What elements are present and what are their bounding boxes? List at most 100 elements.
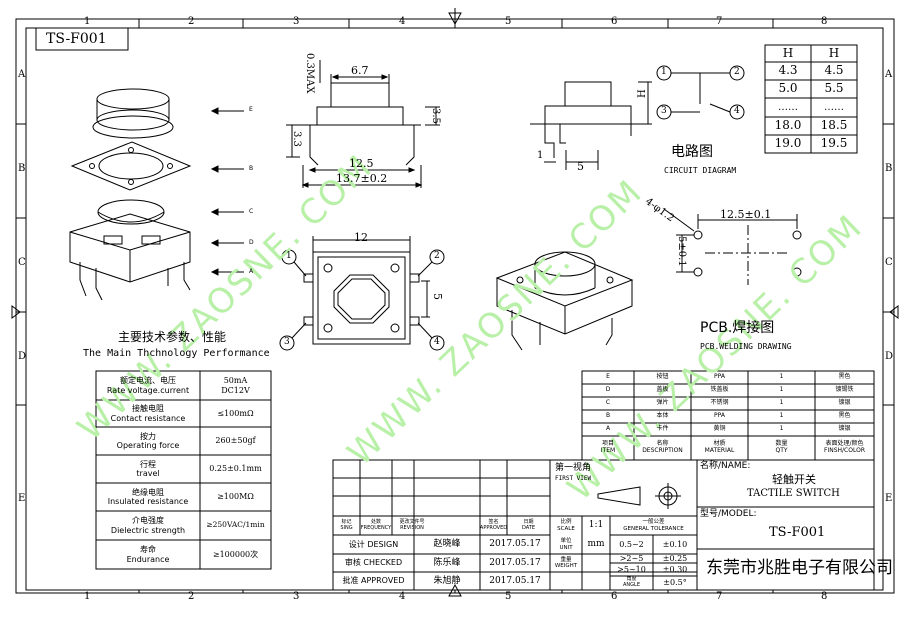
col-number: 4 xyxy=(399,16,406,27)
dim-top-width: 6.7 xyxy=(351,64,369,77)
center-mark-left xyxy=(11,305,21,319)
model-value: TS-F001 xyxy=(769,525,826,540)
h-table-header: H xyxy=(782,45,794,60)
rev-header: 日期 DATE xyxy=(521,518,535,531)
perf-label: 绝缘电阻 Insulated resistance xyxy=(107,487,189,506)
dim-1: 1 xyxy=(537,150,544,161)
dim-inner-width: 12.5 xyxy=(349,157,374,170)
performance-grid xyxy=(95,370,272,570)
name-cn: 轻触开关 xyxy=(772,473,816,486)
exploded-label: C xyxy=(249,208,254,215)
perf-label: 介电强度 Dielectric strength xyxy=(110,516,186,535)
row-letter: D xyxy=(885,351,894,362)
side-view xyxy=(286,60,440,188)
pcb-title-en: PCB.WELDING DRAWING xyxy=(700,342,792,351)
part-finish: 镀锡铁 xyxy=(835,386,854,394)
parts-header-item: 项目 ITEM xyxy=(600,440,616,454)
pin-number: 1 xyxy=(286,251,292,261)
part-qty: 1 xyxy=(779,412,784,420)
circuit-pin: 4 xyxy=(734,106,740,116)
signoff-name: 赵晓峰 xyxy=(433,539,461,550)
perf-value: ≥250VAC/1min xyxy=(206,520,265,530)
signoff-role: 审核 CHECKED xyxy=(344,558,403,568)
col-number: 5 xyxy=(505,16,512,27)
circuit-title-en: CIRCUIT DIAGRAM xyxy=(664,166,737,175)
signoff-date: 2017.05.17 xyxy=(489,575,541,586)
h-table-grid xyxy=(764,44,858,154)
perf-label: 寿命 Endurance xyxy=(126,545,170,564)
col-number: 3 xyxy=(293,591,300,602)
signoff-role: 设计 DESIGN xyxy=(348,539,399,549)
rev-header: 签名 APPROVED xyxy=(480,518,507,531)
col-number: 4 xyxy=(399,591,406,602)
part-item: C xyxy=(605,399,611,407)
perf-label: 额定电流、电压 Rate voltage.current xyxy=(106,376,190,395)
perf-value: 0.25±0.1mm xyxy=(209,464,262,474)
dim-right: 3.5 xyxy=(430,108,441,124)
tolerance-range: 角度 ANGLE xyxy=(623,576,640,588)
pcb-dim-5: 5±0.1 xyxy=(676,236,687,267)
tolerance-value: ±0.25 xyxy=(662,554,688,563)
col-number: 1 xyxy=(84,591,91,602)
dim-h: H xyxy=(637,89,648,98)
signoff-name: 陈乐峰 xyxy=(433,557,461,568)
parts-grid xyxy=(581,370,875,461)
part-item: A xyxy=(605,425,611,433)
exploded-label: D xyxy=(249,239,254,246)
part-qty: 1 xyxy=(779,373,784,381)
h-table-cell: 5.0 xyxy=(778,81,798,96)
parts-header-material: 材质 MATERIAL xyxy=(704,440,735,454)
performance-title-en: The Main Thchnology Performance xyxy=(83,348,270,359)
rev-header: 标记 SING xyxy=(340,518,353,531)
perf-value: ≤100mΩ xyxy=(217,408,254,418)
col-number: 2 xyxy=(188,16,195,27)
part-material: PPA xyxy=(714,373,725,381)
col-number: 7 xyxy=(716,16,723,27)
circuit-title-cn: 电路图 xyxy=(671,144,713,160)
dim-outer-width: 13.7±0.2 xyxy=(336,172,388,185)
parts-header-qty: 数量 QTY xyxy=(775,440,788,454)
exploded-leaders xyxy=(210,107,244,276)
signoff-date: 2017.05.17 xyxy=(489,539,541,550)
h-table-cell: 18.5 xyxy=(820,118,848,133)
col-number: 7 xyxy=(716,591,723,602)
exploded-label: E xyxy=(249,106,253,113)
part-desc: 盖板 xyxy=(656,386,669,394)
circuit-diagram xyxy=(656,65,745,120)
dim-pitch-5: 5 xyxy=(431,293,444,300)
col-number: 2 xyxy=(188,591,195,602)
tolerance-header: 一般公差 GENERAL TOLERANCE xyxy=(623,519,684,532)
first-view-en: FIRST VIEW xyxy=(555,475,592,482)
part-item: B xyxy=(605,412,611,420)
part-qty: 1 xyxy=(779,425,784,433)
row-letter: B xyxy=(18,163,26,174)
circuit-pin: 3 xyxy=(661,106,667,116)
row-letter: E xyxy=(18,493,26,504)
tolerance-range: >5~10 xyxy=(617,564,646,574)
col-number: 8 xyxy=(821,591,828,602)
perf-value: ≥100MΩ xyxy=(217,492,254,502)
row-letter: A xyxy=(18,69,26,80)
scale-label: 比例 SCALE xyxy=(557,519,575,532)
unit-value: mm xyxy=(587,539,605,550)
perf-label: 接触电阻 Contact resistance xyxy=(110,404,186,423)
part-finish: 镀银 xyxy=(838,399,851,407)
dim-height-max: 0.3MAX xyxy=(304,53,315,94)
part-finish: 黑色 xyxy=(838,373,851,381)
h-table-cell: 4.3 xyxy=(778,63,798,78)
part-material: 不锈钢 xyxy=(710,399,729,407)
pcb-pitch: 12.5±0.1 xyxy=(720,208,772,221)
pcb-diagram xyxy=(663,208,802,285)
perf-value: 50mA DC12V xyxy=(221,376,250,395)
iso-view xyxy=(495,251,634,351)
part-desc: 本体 xyxy=(656,412,669,420)
performance-title-cn: 主要技术参数、性能 xyxy=(118,330,227,344)
tolerance-value: ±0.5° xyxy=(663,578,687,588)
part-desc: 按钮 xyxy=(656,373,669,381)
top-view xyxy=(279,236,445,351)
part-qty: 1 xyxy=(779,399,784,407)
col-number: 1 xyxy=(84,16,91,27)
dim-left: 3.3 xyxy=(291,131,302,147)
col-number: 8 xyxy=(821,16,828,27)
h-table-cell: 4.5 xyxy=(824,63,844,78)
